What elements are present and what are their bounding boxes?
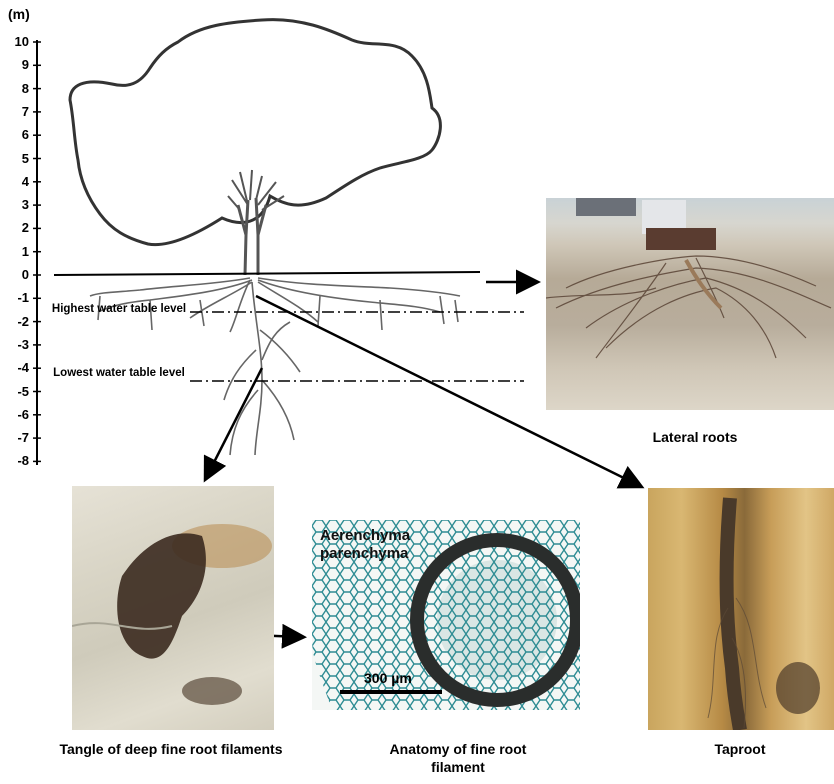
lowest-water-table-label: Lowest water table level	[48, 367, 190, 380]
root-anatomy-micrograph: Aerenchyma parenchyma 300 µm	[312, 520, 580, 710]
arrow-to-root-tangle	[206, 368, 262, 478]
root-anatomy-caption: Anatomy of fine root filament	[370, 740, 546, 776]
aerenchyma-label: Aerenchyma	[320, 528, 410, 544]
ground-surface-line	[54, 272, 480, 275]
parenchyma-label: parenchyma	[320, 546, 408, 562]
highest-water-table-label: Highest water table level	[48, 303, 190, 316]
taproot-caption: Taproot	[660, 740, 820, 758]
lateral-roots-photo	[546, 198, 834, 410]
taproot-photo	[648, 488, 834, 730]
root-tangle-caption: Tangle of deep fine root filaments	[40, 740, 302, 758]
lateral-roots-caption: Lateral roots	[610, 428, 780, 446]
scale-bar-label: 300 µm	[364, 670, 412, 686]
root-tangle-photo	[72, 486, 274, 730]
